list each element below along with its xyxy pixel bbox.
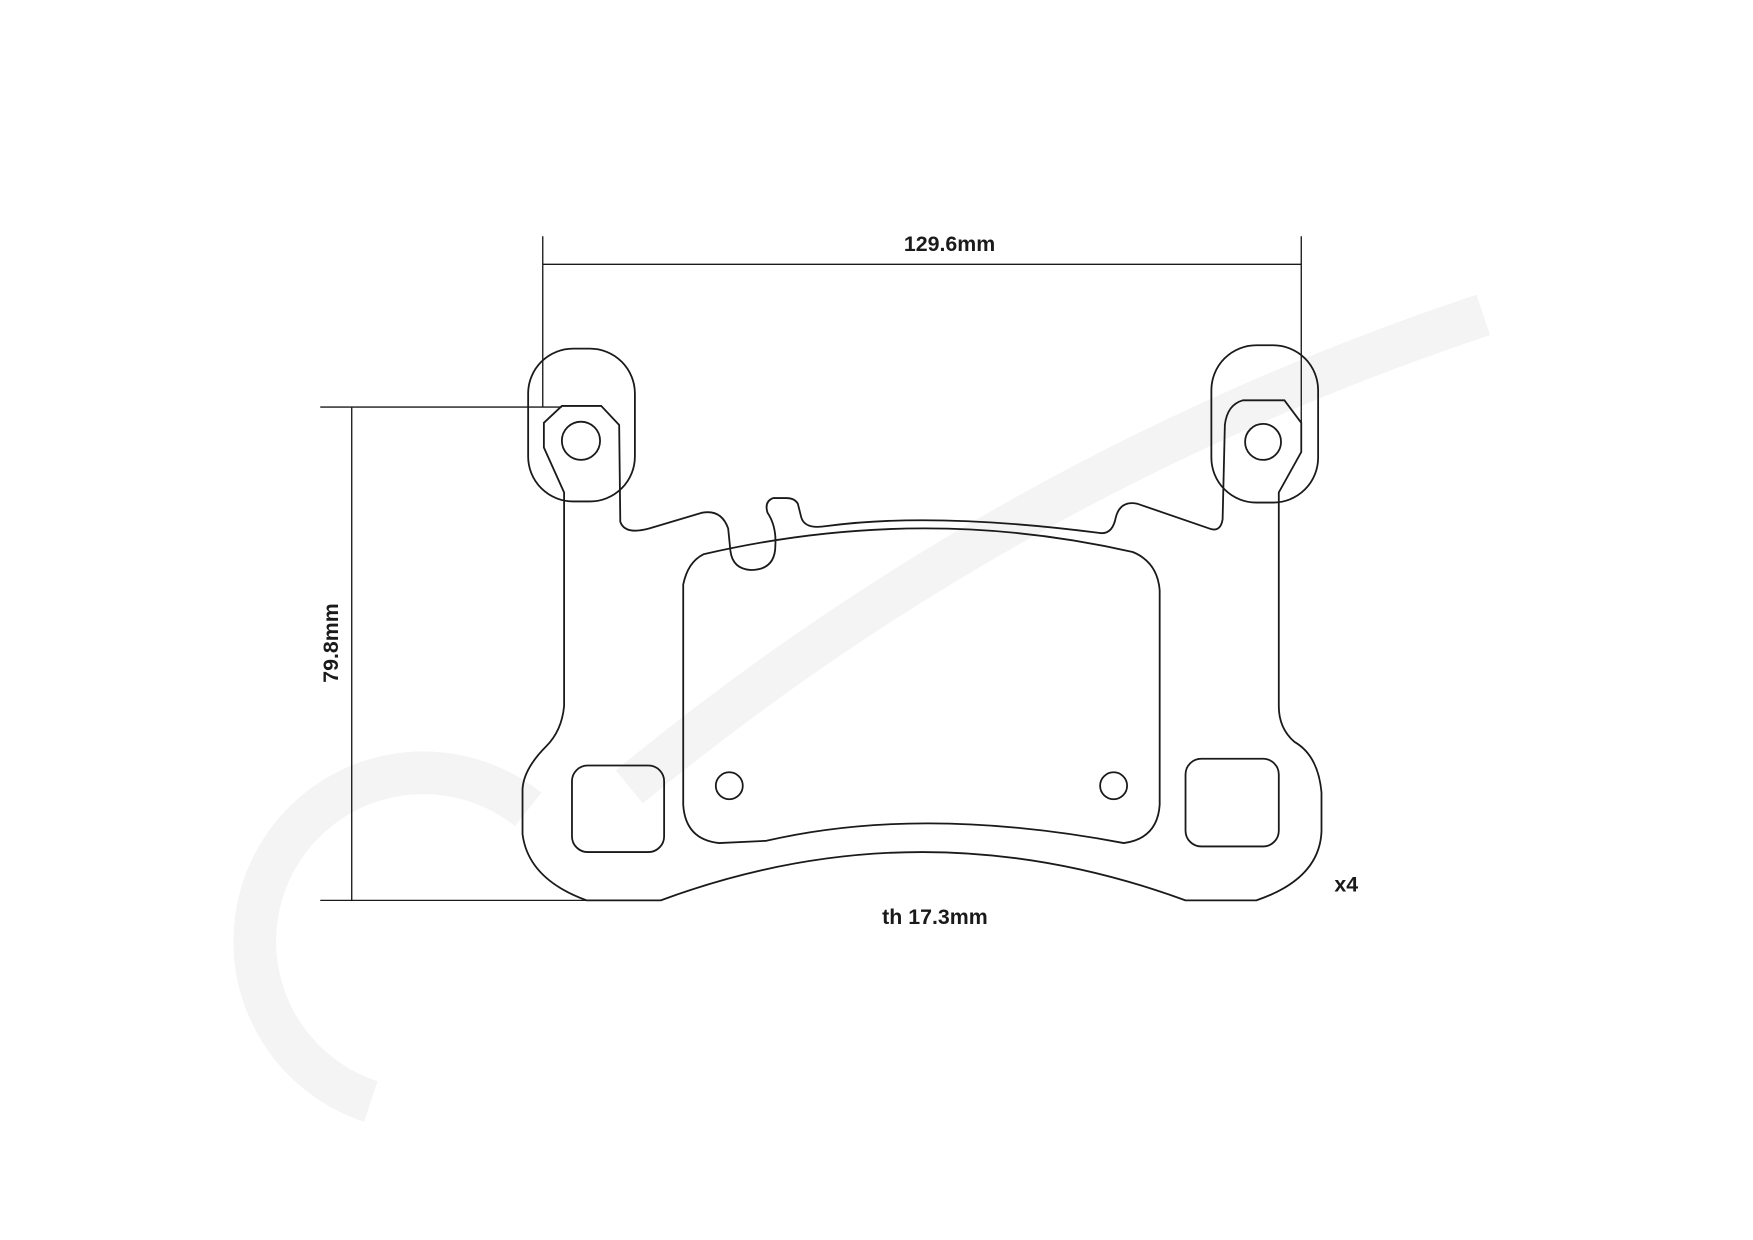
watermark-logo (233, 294, 1491, 1122)
friction-material-outline (682, 527, 1161, 844)
right-rivet-hole (1099, 771, 1128, 801)
quantity-label: x4 (1334, 872, 1358, 896)
left-pin-hole (560, 420, 601, 461)
width-label: 129.6mm (904, 232, 995, 256)
height-dimension: 79.8mm (319, 406, 587, 902)
right-square-cutout (1184, 757, 1280, 848)
backing-plate-outline (521, 399, 1323, 902)
width-dimension: 129.6mm (542, 232, 1302, 441)
height-label: 79.8mm (319, 603, 343, 683)
right-pin-hole (1244, 423, 1282, 461)
thickness-label: th 17.3mm (882, 905, 988, 929)
left-rivet-hole (714, 771, 744, 801)
right-lug-outline (1210, 344, 1320, 504)
left-square-cutout (571, 764, 666, 853)
left-lug-outline (527, 347, 636, 503)
